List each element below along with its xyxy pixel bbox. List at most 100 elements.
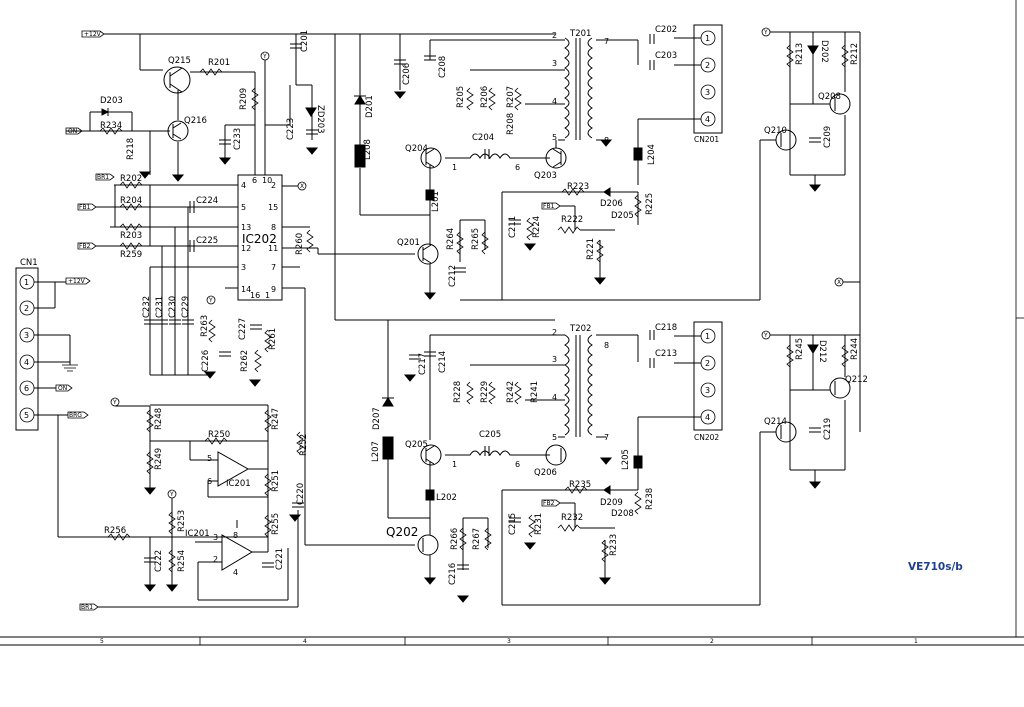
- q201-label: Q201: [397, 238, 420, 248]
- svg-text:11: 11: [268, 244, 278, 253]
- svg-text:4: 4: [552, 97, 557, 106]
- svg-text:R205: R205: [456, 86, 466, 108]
- svg-text:C221: C221: [275, 548, 285, 570]
- svg-text:5: 5: [552, 433, 557, 442]
- resistor-symbols: [99, 44, 849, 573]
- svg-text:R201: R201: [208, 58, 230, 68]
- svg-text:C230: C230: [168, 296, 178, 318]
- svg-text:D206: D206: [600, 199, 623, 209]
- l205-symbol: [633, 455, 643, 469]
- q205-label: Q205: [405, 440, 428, 450]
- svg-text:FB1: FB1: [543, 203, 555, 210]
- zone-label: 4: [303, 638, 307, 645]
- svg-text:R264: R264: [446, 228, 456, 250]
- svg-text:D202: D202: [819, 40, 829, 63]
- svg-text:ON: ON: [58, 385, 67, 392]
- svg-text:C202: C202: [655, 25, 677, 35]
- svg-text:4: 4: [705, 115, 710, 124]
- svg-text:R202: R202: [120, 174, 142, 184]
- svg-text:2: 2: [552, 328, 557, 337]
- svg-text:6: 6: [24, 384, 29, 393]
- svg-text:3: 3: [241, 263, 246, 272]
- net-tag-fb2-right: FB2: [541, 499, 561, 507]
- q212-label: Q212: [845, 375, 868, 385]
- svg-text:R221: R221: [586, 238, 596, 260]
- l208-symbol: [354, 144, 366, 168]
- svg-text:R235: R235: [569, 480, 591, 490]
- net-tag-brg: BRG: [67, 411, 89, 419]
- svg-text:6: 6: [515, 460, 520, 469]
- svg-text:C205: C205: [479, 430, 501, 440]
- svg-text:1: 1: [705, 34, 710, 43]
- svg-text:C212: C212: [448, 265, 458, 287]
- cn201-connector: CN201 1 2 3 4: [637, 24, 723, 148]
- svg-text:R225: R225: [645, 193, 655, 215]
- svg-text:7: 7: [604, 37, 609, 46]
- svg-text:1: 1: [705, 332, 710, 341]
- svg-text:2: 2: [213, 555, 218, 564]
- svg-text:L201: L201: [431, 191, 441, 212]
- svg-text:Y: Y: [763, 332, 768, 339]
- svg-text:3: 3: [213, 533, 218, 542]
- svg-text:C214: C214: [438, 351, 448, 373]
- q203-label: Q203: [534, 171, 557, 181]
- q214-label: Q214: [764, 417, 787, 427]
- svg-text:2: 2: [705, 359, 710, 368]
- svg-text:C233: C233: [233, 128, 243, 150]
- svg-text:ZD203: ZD203: [315, 105, 325, 134]
- net-tag-12v-cn1: +12V: [65, 277, 91, 285]
- svg-text:L207: L207: [371, 441, 381, 462]
- svg-text:R228: R228: [453, 381, 463, 403]
- svg-text:L204: L204: [647, 144, 657, 165]
- q206-label: Q206: [534, 468, 557, 478]
- net-tag-fb2-ic: FB2: [77, 242, 97, 250]
- q210-label: Q210: [764, 126, 787, 136]
- svg-text:1: 1: [265, 291, 270, 300]
- net-tag-br1-bottom: BR1: [79, 603, 99, 611]
- svg-text:C211: C211: [508, 216, 518, 238]
- svg-text:7: 7: [271, 263, 276, 272]
- svg-text:D201: D201: [365, 95, 375, 118]
- svg-text:R247: R247: [271, 408, 281, 430]
- svg-text:C220: C220: [296, 483, 306, 505]
- svg-text:R212: R212: [850, 43, 860, 65]
- svg-text:L205: L205: [621, 449, 631, 470]
- q215-symbol: [163, 66, 191, 94]
- svg-text:2: 2: [552, 31, 557, 40]
- resistor-labels: R201 R234 R218 R202 R204 R203 R259 R209 …: [100, 43, 860, 572]
- svg-text:R260: R260: [295, 233, 305, 255]
- svg-text:BR1: BR1: [81, 604, 93, 611]
- t202-transformer: T202 2 3 4 5 8 7: [430, 324, 639, 442]
- svg-text:C232: C232: [142, 296, 152, 318]
- svg-text:R248: R248: [154, 408, 164, 430]
- ic201-opamp-a: 5 6 IC201: [189, 441, 268, 498]
- svg-text:R232: R232: [561, 513, 583, 523]
- svg-text:R204: R204: [120, 196, 142, 206]
- svg-text:R252: R252: [299, 434, 309, 456]
- svg-text:C219: C219: [823, 418, 833, 440]
- net-tag-fb1-right: FB1: [541, 202, 561, 210]
- svg-text:R234: R234: [100, 121, 122, 131]
- svg-text:14: 14: [241, 285, 251, 294]
- t202-label: T202: [569, 324, 591, 334]
- wiring-lower: [115, 31, 861, 606]
- svg-text:D203: D203: [100, 96, 123, 106]
- q204-symbol: [420, 147, 442, 169]
- ic202: IC202 4 5 13 12 3 14 6 10 16 1 2 15 8 11…: [96, 174, 415, 546]
- svg-text:R261: R261: [268, 328, 278, 350]
- svg-text:R242: R242: [506, 381, 516, 403]
- zone-label: 5: [100, 638, 104, 645]
- svg-text:FB2: FB2: [79, 243, 91, 250]
- q212-symbol: [829, 377, 851, 399]
- svg-text:D209: D209: [600, 498, 623, 508]
- svg-text:R267: R267: [472, 528, 482, 550]
- q205-symbol: [420, 444, 442, 466]
- svg-text:4: 4: [241, 181, 246, 190]
- svg-text:C231: C231: [155, 296, 165, 318]
- svg-text:R251: R251: [271, 470, 281, 492]
- svg-text:Y: Y: [112, 399, 117, 406]
- svg-text:R262: R262: [240, 350, 250, 372]
- svg-text:Y: Y: [169, 491, 174, 498]
